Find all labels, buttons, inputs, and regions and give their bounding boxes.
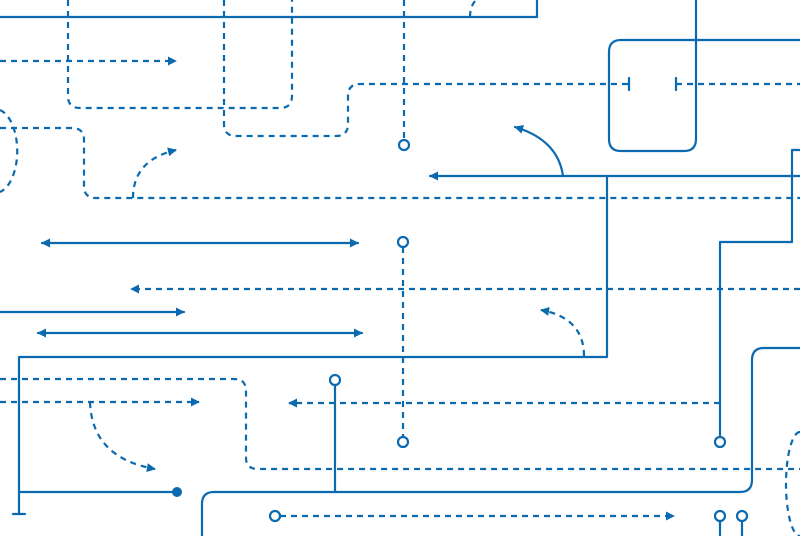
curved-dashed-arrow-mid <box>540 307 586 357</box>
right-edge-dashed-arc <box>784 430 800 536</box>
curved-dashed-arrow-upper <box>131 147 177 199</box>
top-dashed-curve <box>468 0 477 18</box>
mid-pin-circle-top <box>396 235 410 249</box>
bottom-rounded-connector <box>200 346 800 536</box>
dashed-rounded-loop-mid <box>222 0 630 138</box>
lower-pin-circle <box>328 373 342 387</box>
curved-dashed-arrow-lower <box>88 401 156 473</box>
top-solid-connector <box>0 0 539 19</box>
lower-dashed-route <box>0 377 800 471</box>
bottom-pin-circle-a <box>713 509 727 523</box>
dashed-rounded-loop-left <box>66 0 294 110</box>
left-edge-dashed-arc <box>0 108 19 194</box>
top-right-rounded-box <box>607 0 800 153</box>
bottom-pin-circle-b <box>735 509 749 523</box>
vertical-solid-branch <box>17 174 609 516</box>
pin-terminal-circle <box>397 138 411 152</box>
bottom-start-circle <box>268 509 282 523</box>
long-dashed-route <box>0 126 800 200</box>
right-pin-circle <box>713 435 727 449</box>
curved-solid-arrow <box>513 125 565 178</box>
mid-pin-circle-bottom <box>396 435 410 449</box>
solid-dot-terminal <box>172 487 182 497</box>
right-stepped-connector <box>718 148 800 438</box>
